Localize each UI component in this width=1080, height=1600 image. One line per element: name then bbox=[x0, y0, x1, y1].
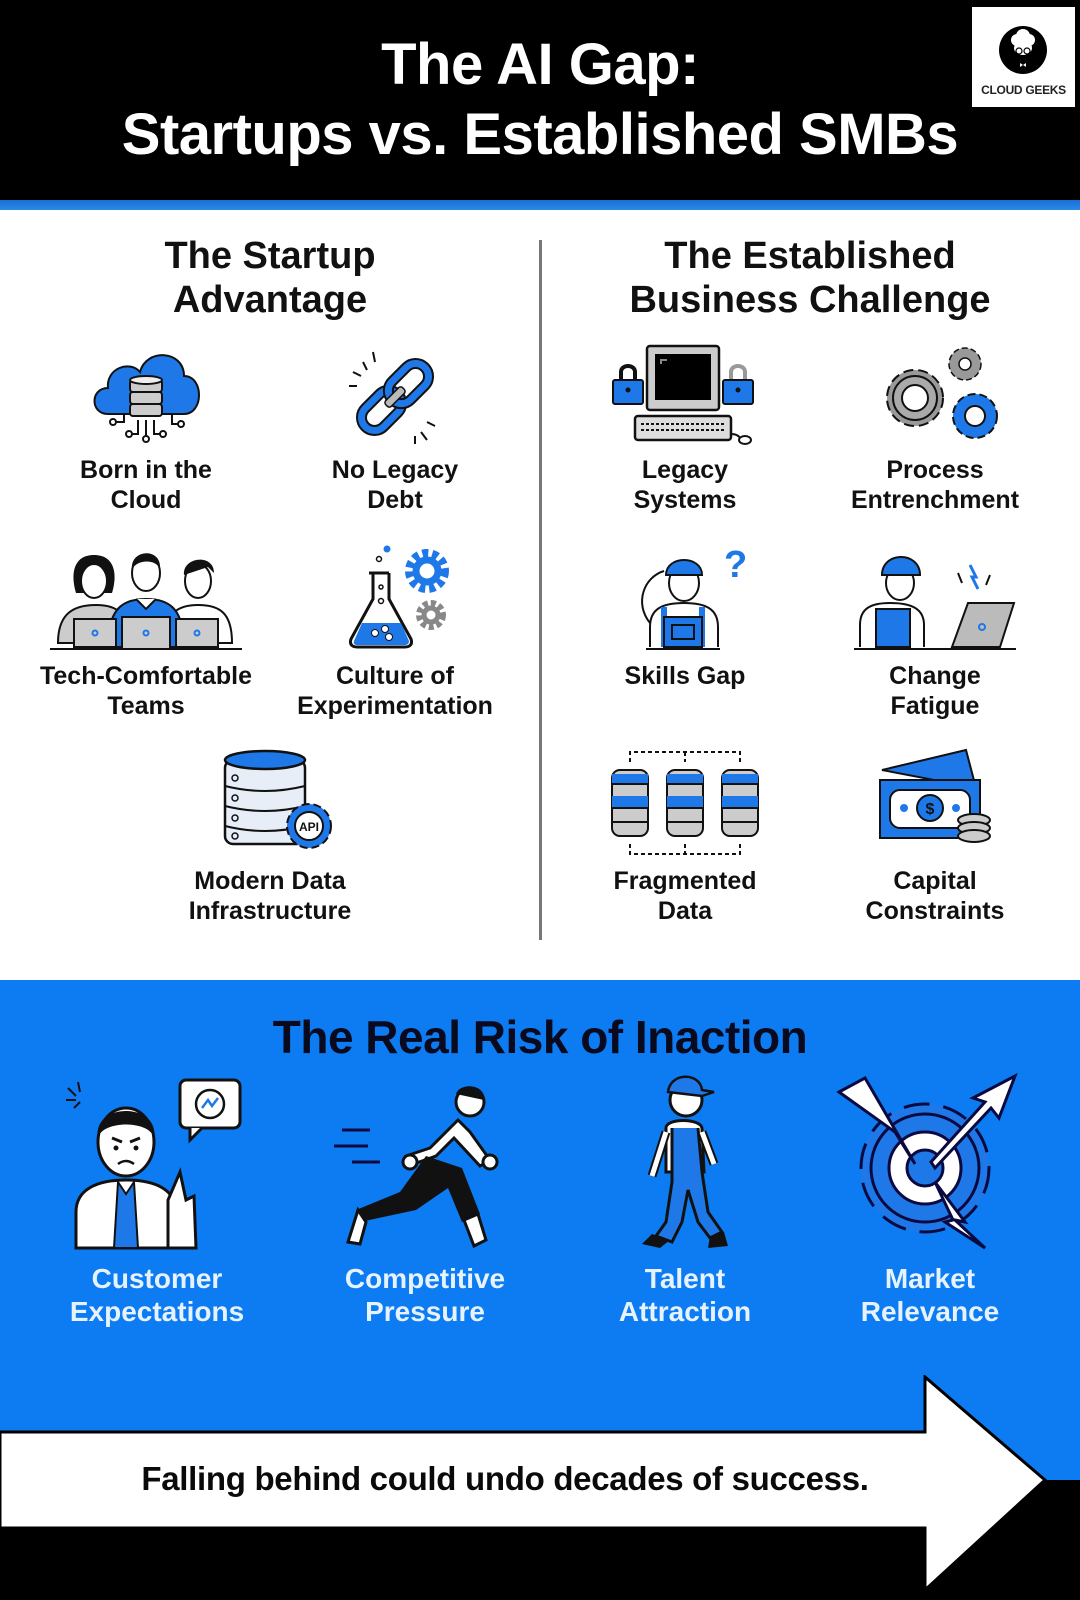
label-line-1: Process bbox=[886, 456, 984, 484]
startup-title-line-1: The Startup bbox=[164, 235, 376, 277]
comparison-section: The Startup Advantage The Established Bu… bbox=[0, 210, 1080, 980]
established-column-title: The Established Business Challenge bbox=[585, 234, 1035, 322]
page-title: The AI Gap: Startups vs. Established SMB… bbox=[0, 30, 1080, 170]
risk-label: Market Relevance bbox=[805, 1262, 1055, 1328]
gears-icon bbox=[886, 347, 998, 439]
title-line-2: Startups vs. Established SMBs bbox=[121, 102, 959, 167]
header-accent-bar bbox=[0, 200, 1080, 210]
label-line-2: Entrenchment bbox=[850, 486, 1020, 514]
startup-title-line-2: Advantage bbox=[172, 279, 368, 321]
startup-item-tech-comfortable-teams: Tech-Comfortable Teams bbox=[21, 543, 271, 721]
label-line-2: Cloud bbox=[110, 486, 182, 514]
item-label: Fragmented Data bbox=[560, 866, 810, 926]
established-item-skills-gap: ? Skills Gap bbox=[560, 543, 810, 691]
label-line-1: Change bbox=[889, 662, 981, 690]
label-line-1: Talent bbox=[644, 1263, 726, 1294]
established-item-change-fatigue: Change Fatigue bbox=[810, 543, 1060, 721]
risk-item-competitive-pressure: Competitive Pressure bbox=[300, 1072, 550, 1328]
item-label: Legacy Systems bbox=[560, 455, 810, 515]
item-label: Change Fatigue bbox=[810, 661, 1060, 721]
label-line-1: Skills Gap bbox=[624, 662, 746, 690]
item-label: No Legacy Debt bbox=[270, 455, 520, 515]
label-line-2: Infrastructure bbox=[188, 897, 352, 925]
established-item-process-entrenchment: Process Entrenchment bbox=[810, 342, 1060, 515]
established-item-fragmented-data: Fragmented Data bbox=[560, 748, 810, 926]
risk-label: Talent Attraction bbox=[560, 1262, 810, 1328]
logo-text: CLOUD GEEKS bbox=[981, 83, 1066, 97]
header: The AI Gap: Startups vs. Established SMB… bbox=[0, 0, 1080, 200]
angry-customer-icon bbox=[66, 1078, 242, 1250]
startup-item-modern-data-infrastructure: API Modern Data Infrastructure bbox=[145, 748, 395, 926]
svg-text:$: $ bbox=[926, 801, 935, 818]
tagline: Falling behind could undo decades of suc… bbox=[141, 1460, 869, 1497]
label-line-2: Data bbox=[657, 897, 713, 925]
label-line-2: Systems bbox=[633, 486, 737, 514]
cloud-geeks-logo: CLOUD GEEKS bbox=[972, 7, 1075, 107]
label-line-2: Attraction bbox=[618, 1296, 752, 1327]
label-line-2: Constraints bbox=[865, 897, 1005, 925]
label-line-1: Market bbox=[884, 1263, 976, 1294]
label-line-1: No Legacy bbox=[331, 456, 459, 484]
startup-item-born-in-cloud: Born in the Cloud bbox=[21, 342, 271, 515]
arrow-banner-icon bbox=[0, 1375, 1048, 1594]
label-line-1: Capital bbox=[893, 867, 977, 895]
title-line-1: The AI Gap: bbox=[381, 32, 699, 97]
label-line-2: Experimentation bbox=[297, 692, 493, 720]
label-line-1: Culture of bbox=[335, 662, 455, 690]
cloud-database-icon bbox=[93, 354, 200, 443]
item-label: Modern Data Infrastructure bbox=[145, 866, 395, 926]
tired-worker-laptop-icon bbox=[854, 556, 1016, 650]
risk-item-talent-attraction: Talent Attraction bbox=[560, 1072, 810, 1328]
established-item-capital-constraints: $ Capital Constraints bbox=[810, 748, 1060, 926]
startup-column-title: The Startup Advantage bbox=[90, 234, 450, 322]
database-api-icon: API bbox=[223, 749, 332, 849]
svg-text:API: API bbox=[299, 820, 319, 834]
label-line-1: Fragmented bbox=[613, 867, 757, 895]
item-label: Tech-Comfortable Teams bbox=[21, 661, 271, 721]
risk-item-market-relevance: Market Relevance bbox=[805, 1072, 1055, 1328]
label-line-2: Relevance bbox=[860, 1296, 1000, 1327]
running-man-icon bbox=[334, 1086, 499, 1249]
broken-chain-icon bbox=[349, 351, 436, 444]
label-line-1: Competitive bbox=[344, 1263, 506, 1294]
cloud-geek-mascot-icon bbox=[999, 26, 1047, 74]
confused-worker-icon: ? bbox=[641, 544, 747, 650]
item-label: Capital Constraints bbox=[810, 866, 1060, 926]
item-label: Culture of Experimentation bbox=[270, 661, 520, 721]
item-label: Skills Gap bbox=[560, 661, 810, 691]
label-line-2: Fatigue bbox=[890, 692, 980, 720]
label-line-1: Customer bbox=[91, 1263, 223, 1294]
column-divider bbox=[539, 240, 542, 940]
label-line-1: Modern Data bbox=[194, 867, 346, 895]
risk-title: The Real Risk of Inaction bbox=[272, 1011, 808, 1063]
locked-computer-icon bbox=[612, 344, 754, 445]
label-line-2: Debt bbox=[367, 486, 423, 514]
walking-worker-icon bbox=[642, 1075, 728, 1248]
established-title-line-2: Business Challenge bbox=[629, 279, 991, 321]
gear-target-arrow-icon bbox=[836, 1072, 1018, 1250]
risk-item-customer-expectations: Customer Expectations bbox=[32, 1072, 282, 1328]
established-title-line-1: The Established bbox=[664, 235, 956, 277]
item-label: Born in the Cloud bbox=[21, 455, 271, 515]
money-coins-icon: $ bbox=[879, 748, 991, 843]
label-line-1: Tech-Comfortable bbox=[39, 662, 253, 690]
risk-label: Competitive Pressure bbox=[300, 1262, 550, 1328]
risk-label: Customer Expectations bbox=[32, 1262, 282, 1328]
svg-text:?: ? bbox=[724, 544, 747, 586]
startup-item-culture-of-experimentation: Culture of Experimentation bbox=[270, 543, 520, 721]
label-line-1: Born in the bbox=[80, 456, 212, 484]
fragmented-databases-icon bbox=[611, 751, 759, 855]
item-label: Process Entrenchment bbox=[810, 455, 1060, 515]
label-line-2: Pressure bbox=[365, 1296, 485, 1327]
team-laptops-icon bbox=[50, 553, 242, 650]
established-item-legacy-systems: Legacy Systems bbox=[560, 342, 810, 515]
label-line-1: Legacy bbox=[641, 456, 729, 484]
startup-item-no-legacy-debt: No Legacy Debt bbox=[270, 342, 520, 515]
label-line-2: Teams bbox=[107, 692, 185, 720]
label-line-2: Expectations bbox=[69, 1296, 245, 1327]
flask-gears-icon bbox=[349, 545, 449, 649]
